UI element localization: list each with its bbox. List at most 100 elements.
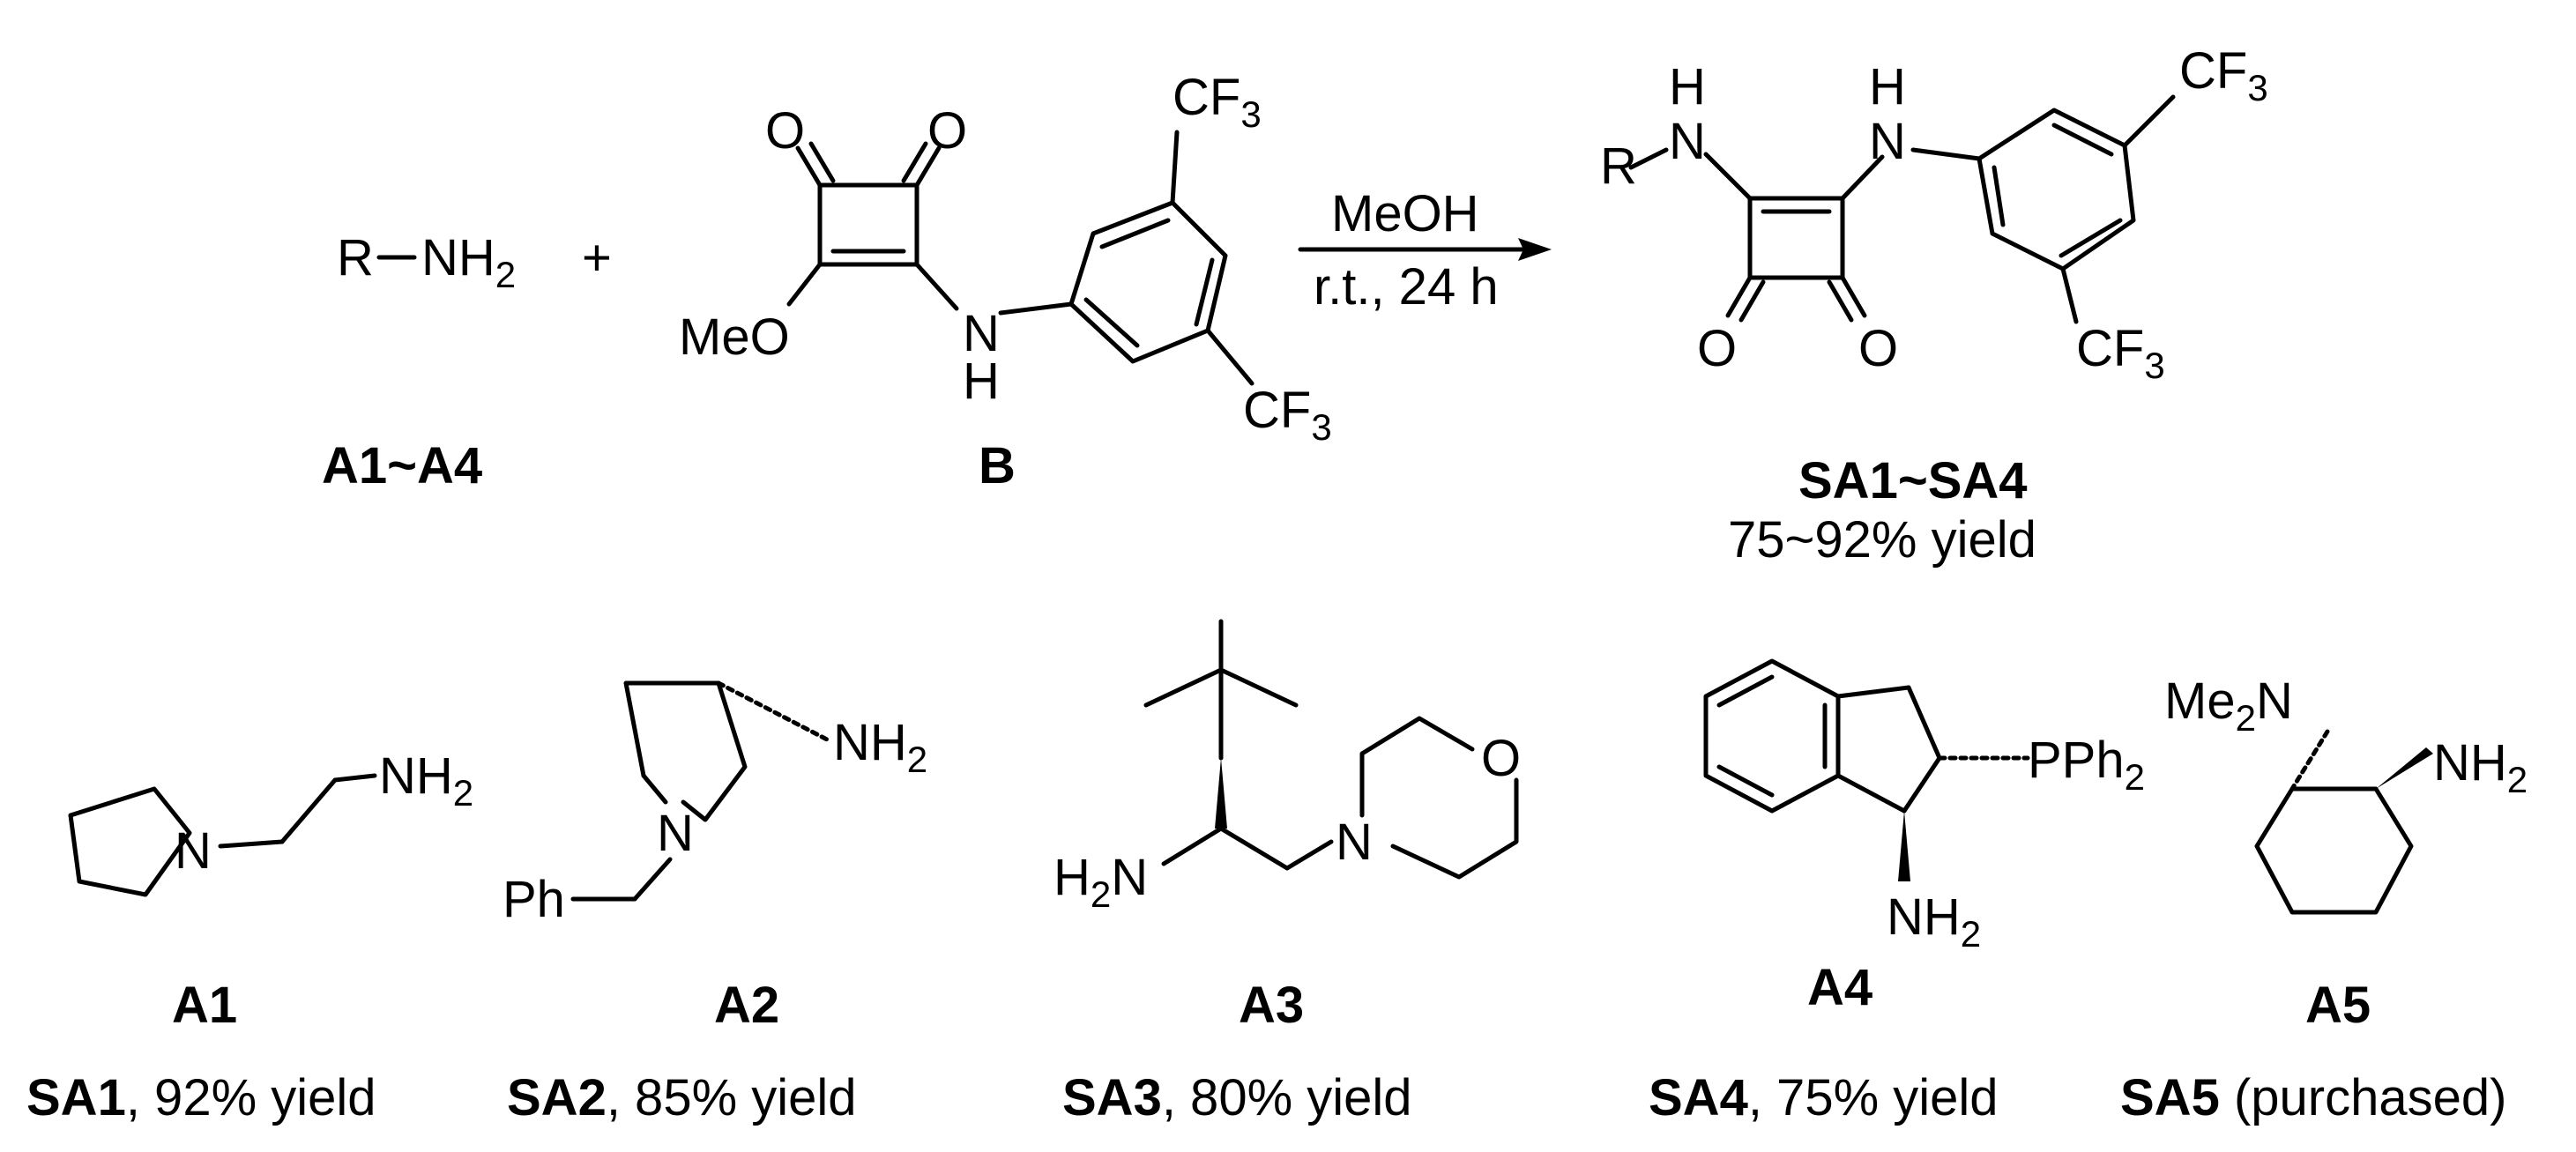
- aromatic-bond: [1099, 218, 1171, 249]
- amine-label: NH2: [1887, 888, 1981, 955]
- phenyl-label: Ph: [503, 871, 565, 928]
- oxygen-label: O: [1481, 730, 1521, 787]
- carbonyl-bond: [795, 145, 823, 188]
- bond: [1906, 685, 1942, 761]
- oxygen-label: O: [1858, 320, 1898, 377]
- compound-a5-structure: Me2N NH2: [2164, 673, 2528, 915]
- nitrogen-label: N: [657, 805, 694, 862]
- wedge-bond: [1898, 811, 1910, 881]
- cf3-label: CF3: [2179, 42, 2268, 108]
- bond: [1143, 667, 1224, 708]
- cf3-label: CF3: [1173, 69, 1262, 135]
- oxygen-label: O: [765, 102, 805, 160]
- carbonyl-bond: [1725, 275, 1753, 318]
- compound-caption: SA5 (purchased): [2120, 1069, 2506, 1126]
- product-structure: R H N H N O O CF3 CF3: [1600, 42, 2268, 386]
- methoxy-bond: [786, 262, 823, 307]
- dimethylamine-label: Me2N: [2164, 673, 2293, 739]
- aromatic-bond: [2051, 123, 2114, 157]
- aromatic-bond: [2059, 218, 2123, 258]
- amine-label: NH2: [379, 747, 473, 814]
- compound-caption: SA2, 85% yield: [507, 1069, 857, 1126]
- amine-label: NH2: [2433, 734, 2528, 800]
- carbonyl-bond: [1840, 275, 1867, 318]
- product-yield: 75~92% yield: [1728, 511, 2036, 569]
- compound-label: A4: [1807, 959, 1872, 1016]
- cf3-bond: [2060, 266, 2079, 324]
- cyclohexane-ring: [2254, 786, 2414, 915]
- benzene-ring: [1068, 200, 1228, 364]
- carbonyl-bond: [914, 145, 942, 188]
- aryl-bond: [998, 301, 1074, 316]
- phosphine-label: PPh2: [2028, 732, 2145, 798]
- benzene-ring: [1977, 108, 2136, 271]
- bond: [332, 773, 377, 783]
- oxygen-label: O: [927, 102, 967, 160]
- bond: [1161, 826, 1224, 866]
- aromatic-bond: [1194, 257, 1215, 327]
- bond: [1218, 667, 1299, 708]
- amine-label: NH2: [833, 714, 927, 780]
- methoxy-label: MeO: [679, 308, 790, 366]
- hydrogen-label: H: [1669, 58, 1706, 115]
- cf3-bond: [2122, 94, 2176, 148]
- nitrogen-label: N: [963, 305, 1000, 362]
- carbonyl-bond: [808, 141, 836, 183]
- reagent-b-structure: O O MeO N H CF3 CF3: [679, 69, 1332, 448]
- carbonyl-bond: [1827, 279, 1854, 323]
- condition-solvent: MeOH: [1331, 185, 1479, 242]
- wedge-bond: [1215, 758, 1227, 829]
- compound-label: A1: [172, 977, 237, 1034]
- compound-caption: SA1, 92% yield: [26, 1069, 376, 1126]
- hashed-bond: [2289, 729, 2330, 792]
- label-a1-a4: A1~A4: [322, 437, 482, 494]
- aromatic-bond: [1716, 764, 1775, 798]
- pyrrolidine-ring: [623, 680, 748, 822]
- nitrogen-label: N: [1336, 814, 1373, 871]
- plus-sign: +: [582, 229, 612, 286]
- oxygen-label: O: [1697, 320, 1737, 377]
- bond: [1902, 755, 1942, 814]
- carbonyl-bond: [1738, 279, 1766, 323]
- pyrrolidine-ring: [68, 786, 192, 897]
- aromatic-bond: [1992, 165, 2006, 227]
- bond: [1284, 839, 1334, 871]
- benzene-ring: [1703, 658, 1841, 814]
- compound-label: A2: [714, 977, 779, 1034]
- compound-a3-structure: H2N N O: [1053, 619, 1521, 915]
- amine-label: H2N: [1053, 849, 1148, 915]
- nh-bond: [914, 262, 959, 311]
- bond: [1703, 152, 1753, 201]
- r-group-label: R: [337, 229, 374, 286]
- bond: [1835, 773, 1907, 814]
- compound-label: A3: [1239, 977, 1304, 1034]
- label-b: B: [979, 437, 1016, 494]
- carbonyl-bond: [901, 141, 928, 183]
- hydrogen-label: H: [1869, 58, 1906, 115]
- product-label: SA1~SA4: [1798, 452, 2028, 509]
- compound-label: A5: [2305, 977, 2371, 1034]
- aryl-bond: [1910, 147, 1982, 161]
- bond: [1218, 826, 1290, 871]
- bond: [279, 777, 338, 844]
- bond: [1840, 154, 1885, 201]
- nitrogen-label: N: [1669, 113, 1706, 170]
- cf3-bond: [1170, 130, 1180, 205]
- amine-label: NH2: [421, 229, 516, 295]
- hashed-bond: [716, 680, 831, 743]
- bond: [218, 839, 285, 849]
- aromatic-bond: [1716, 674, 1775, 708]
- cf3-label: CF3: [2076, 320, 2165, 386]
- aromatic-bond: [1083, 297, 1140, 348]
- cf3-bond: [1205, 328, 1254, 386]
- nitrogen-label: N: [1869, 113, 1906, 170]
- morpholine-ring: [1359, 716, 1519, 880]
- arrow-head: [1518, 238, 1552, 261]
- hydrogen-label: H: [963, 353, 1000, 410]
- reaction-arrow: MeOH r.t., 24 h: [1298, 185, 1552, 316]
- reagent-a-structure: R NH2: [337, 229, 516, 295]
- bond: [1628, 147, 1669, 170]
- condition-temp-time: r.t., 24 h: [1314, 258, 1499, 316]
- nitrogen-label: N: [175, 822, 212, 880]
